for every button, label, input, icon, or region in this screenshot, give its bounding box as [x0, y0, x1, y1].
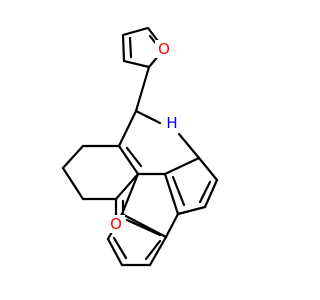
amine-nitrogen-label: H	[166, 114, 177, 132]
naph-bond-2	[203, 178, 219, 209]
furan-to-ch-bond	[134, 65, 151, 113]
benzo-bond-2-double	[144, 239, 162, 261]
molecule-structure: O H O	[61, 26, 219, 267]
furan-bond-c2-c3	[122, 59, 151, 69]
ch2-bond-2	[61, 166, 85, 201]
ketone-carbon-to-c12a	[114, 172, 140, 201]
naph-bond-3	[176, 205, 207, 216]
ch-to-c4a-bond	[117, 109, 138, 148]
atom-label-ketone-oxygen: O	[107, 215, 125, 233]
c12b-to-c6a-bond	[163, 156, 201, 176]
furan-oxygen-label: O	[158, 40, 170, 58]
benzo-bond-1	[164, 212, 180, 239]
benzo-bond-4	[106, 237, 124, 267]
nh-to-aromatic-bond	[177, 132, 201, 160]
cyclohexanone-ring	[61, 144, 140, 226]
benzo-bond-6	[120, 212, 168, 239]
structure-canvas: O H O	[61, 26, 219, 267]
naph-bond-1	[197, 156, 219, 182]
c4a-to-c12a-double	[125, 146, 143, 168]
dihydropyridine-ring	[117, 109, 201, 176]
naph-bond-4-double	[171, 175, 186, 207]
ch2-bond-1	[61, 144, 85, 170]
naph-bond-4	[163, 172, 180, 216]
atom-label-amine-nitrogen: H	[163, 114, 181, 132]
ch-to-nh-bond	[134, 109, 162, 125]
atom-label-furan-oxygen: O	[155, 40, 173, 58]
furan-double-c3-c4	[128, 36, 133, 59]
benzo-bond-2	[148, 235, 168, 267]
furan-bond-c4-c5	[121, 26, 150, 37]
benzo-bond-6-double	[125, 218, 162, 237]
ketone-oxygen-label: O	[110, 215, 122, 233]
furan-ring	[121, 26, 166, 69]
c4a-to-c12a-bond	[117, 144, 140, 176]
naph-bond-2-double	[198, 180, 212, 204]
benzo-to-c12b-bond	[120, 172, 140, 216]
benzo-bond-4-double	[112, 236, 128, 260]
furan-bond-c3-c4	[121, 33, 126, 63]
